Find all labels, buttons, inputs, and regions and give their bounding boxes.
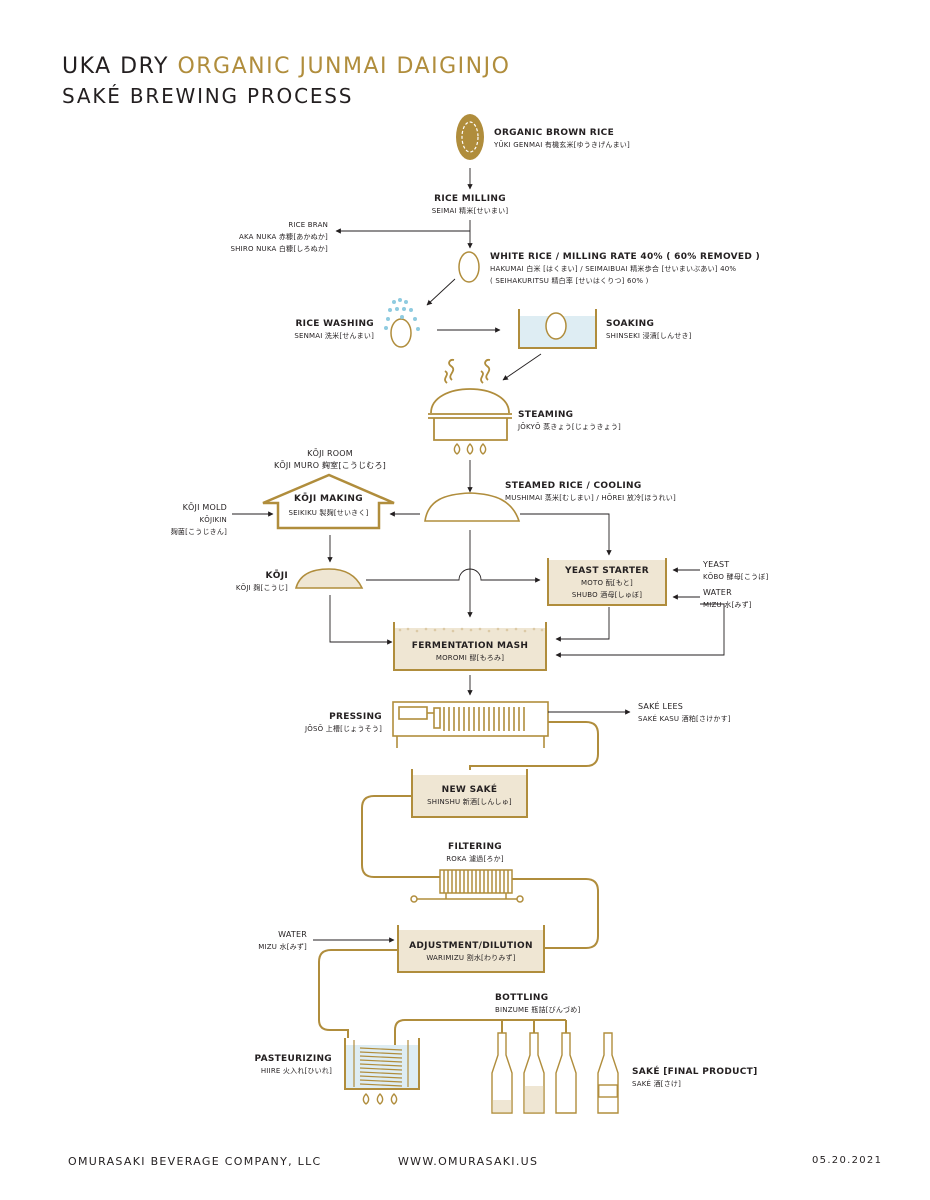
bottling-manifold (394, 1019, 567, 1045)
pressing-label: PRESSING JŌSŌ 上槽[じょうそう] (304, 712, 382, 733)
steamed-rice-label: STEAMED RICE / COOLING MUSHIMAI 蒸米[むしまい]… (505, 481, 676, 502)
footer-website[interactable]: WWW.OMURASAKI.US (398, 1155, 539, 1168)
footer-date: 05.20.2021 (812, 1155, 883, 1166)
pasteurizing-flames (362, 1093, 398, 1105)
koji-making-label: KŌJI MAKING SEIKIKU 製麹[せいきく] (288, 494, 369, 517)
koji-room-house (262, 473, 395, 530)
white-rice-label: WHITE RICE / MILLING RATE 40% ( 60% REMO… (490, 252, 760, 285)
brown-rice-label: ORGANIC BROWN RICE YŪKI GENMAI 有機玄米[ゆうきげ… (494, 128, 630, 149)
rice-washing-icon (384, 298, 420, 348)
rice-washing-label: RICE WASHING SENMAI 洗米[せんまい] (294, 319, 374, 340)
brown-rice-icon (456, 114, 484, 160)
title-product: ORGANIC JUNMAI DAIGINJO (177, 54, 511, 79)
rice-bran-label: RICE BRAN AKA NUKA 赤糠[あかぬか] SHIRO NUKA 白… (230, 221, 328, 253)
pipe (469, 721, 599, 770)
steamed-rice-pile-icon (424, 492, 521, 522)
final-product-label: SAKÉ [FINAL PRODUCT] SAKÉ 酒[さけ] (632, 1067, 758, 1088)
white-rice-icon (458, 251, 480, 283)
fermentation-mash-box (394, 628, 546, 670)
footer-company: OMURASAKI BEVERAGE COMPANY, LLC (68, 1155, 322, 1168)
yeast-starter-box (548, 560, 666, 605)
adjustment-tank (398, 930, 544, 972)
flame-icons (453, 443, 487, 455)
rice-milling-label: RICE MILLING SEIMAI 精米[せいまい] (431, 194, 509, 215)
title-brand: UKA DRY (62, 54, 169, 79)
new-sake-label: NEW SAKÉ SHINSHU 新酒[しんしゅ] (427, 785, 512, 806)
soaking-tank-icon (518, 309, 597, 349)
page-subtitle: SAKÉ BREWING PROCESS (62, 84, 354, 108)
bottle-icons (491, 1032, 577, 1114)
bottling-label: BOTTLING BINZUME 瓶詰[びんづめ] (495, 993, 581, 1014)
soaking-label: SOAKING SHINSEKI 浸漬[しんせき] (606, 319, 692, 340)
pressing-machine-icon (392, 701, 549, 748)
page-title: UKA DRY ORGANIC JUNMAI DAIGINJO (62, 54, 510, 79)
filtering-label: FILTERING ROKA 濾過[ろか] (446, 842, 504, 863)
yeast-label: YEAST KŌBO 酵母[こうぼ] (703, 560, 769, 581)
pasteurizing-tank-icon (344, 1038, 420, 1090)
filter-device-icon (410, 869, 524, 903)
pasteurizing-label: PASTEURIZING HIIRE 火入れ[ひいれ] (254, 1054, 332, 1075)
steaming-vessel-icon (428, 358, 512, 441)
adjustment-label: ADJUSTMENT/DILUTION WARIMIZU 割水[わりみず] (409, 941, 533, 962)
new-sake-tank (412, 775, 527, 817)
koji-mold-label: KŌJI MOLD KŌJIKIN 麹菌[こうじきん] (170, 503, 227, 536)
koji-label: KŌJI KŌJI 麹[こうじ] (235, 571, 288, 592)
final-sake-bottle-icon (597, 1032, 619, 1114)
steaming-label: STEAMING JŌKYŌ 蒸きょう[じょうきょう] (518, 410, 621, 431)
yeast-starter-label: YEAST STARTER MOTO 酛[もと] SHUBO 酒母[しゅぼ] (565, 566, 649, 599)
water-yeast-label: WATER MIZU 水[みず] (703, 588, 752, 609)
sake-lees-label: SAKÉ LEES SAKÉ KASU 酒粕[さけかす] (638, 702, 731, 723)
water-dilution-label: WATER MIZU 水[みず] (258, 930, 307, 951)
fermentation-mash-label: FERMENTATION MASH MOROMI 醪[もろみ] (411, 641, 529, 662)
koji-room-label: KŌJI ROOM KŌJI MURO 麹室[こうじむろ] (273, 449, 386, 470)
koji-pile-icon (294, 568, 364, 589)
